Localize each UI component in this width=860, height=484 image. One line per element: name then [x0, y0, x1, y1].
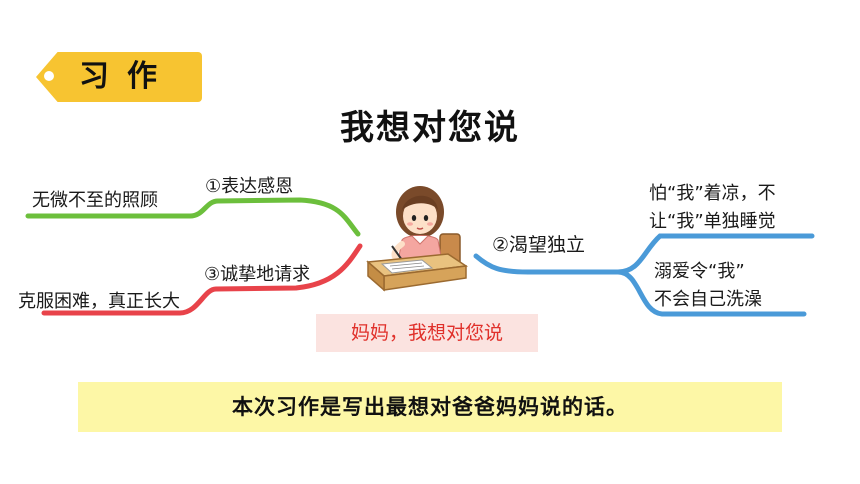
- branch-red: [41, 243, 363, 316]
- page-title: 我想对您说: [340, 108, 520, 148]
- section-tag: [36, 52, 202, 102]
- branch-blue-lower: [615, 269, 807, 317]
- detail-line: 不会自己洗澡: [654, 289, 762, 310]
- branch-label-gratitude: ①表达感恩: [205, 176, 294, 197]
- branch-blue: [473, 253, 621, 275]
- caption-box: 妈妈，我想对您说: [316, 314, 538, 352]
- detail-line: 怕“我”着凉，不: [649, 183, 776, 204]
- branch-detail-bath: 溺爱令“我” 不会自己洗澡: [654, 258, 762, 314]
- branch-label-request: ③诚挚地请求: [204, 264, 311, 285]
- branch-green: [25, 197, 361, 237]
- tag-hole: [44, 71, 54, 81]
- assignment-note: 本次习作是写出最想对爸爸妈妈说的话。: [78, 382, 782, 432]
- girl-writing-illustration: [366, 186, 469, 292]
- branch-label-independence: ②渴望独立: [492, 234, 586, 256]
- section-tag-label: 习作: [79, 59, 175, 94]
- detail-line: 溺爱令“我”: [654, 261, 745, 282]
- detail-line: 让“我”单独睡觉: [649, 211, 776, 232]
- branch-detail-grow-up: 克服困难，真正长大: [18, 291, 180, 312]
- branch-detail-care: 无微不至的照顾: [32, 190, 158, 211]
- branch-detail-sleep: 怕“我”着凉，不 让“我”单独睡觉: [649, 180, 776, 236]
